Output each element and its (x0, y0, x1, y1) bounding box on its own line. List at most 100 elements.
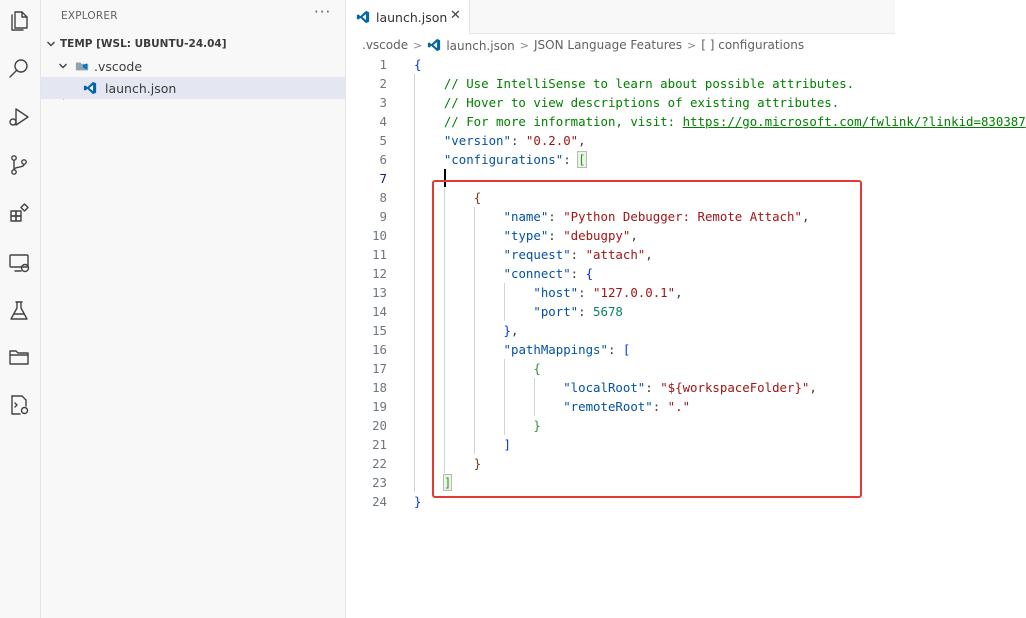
code-token: } (503, 323, 511, 338)
more-actions-icon[interactable]: ··· (314, 3, 332, 21)
tabs-bar: launch.json ✕ (346, 0, 895, 34)
code-line: 23 ] (346, 473, 946, 492)
breadcrumb-item-launch-json[interactable]: launch.json (427, 38, 515, 53)
tree-item-launch-json[interactable]: launch.json (41, 77, 345, 99)
workspace-section[interactable]: TEMP [WSL: UBUNTU-24.04] (41, 33, 345, 55)
breadcrumb-item-json-features[interactable]: JSON Language Features (534, 38, 683, 52)
chevron-right-icon: > (413, 38, 423, 52)
explorer-sidebar: EXPLORER ··· TEMP [WSL: UBUNTU-24.04] .v… (41, 0, 346, 618)
code-line: 11 "request": "attach", (346, 245, 946, 264)
line-number: 4 (379, 114, 387, 129)
code-token: 5678 (593, 304, 623, 319)
code-text: "host": "127.0.0.1", (414, 283, 683, 302)
extensions-icon[interactable] (4, 198, 34, 228)
code-text: // Use IntelliSense to learn about possi… (414, 74, 854, 93)
code-token: [ (622, 342, 631, 357)
code-text: } (414, 454, 481, 473)
code-line: 15 }, (346, 321, 946, 340)
code-line: 1{ (346, 55, 946, 74)
folder-icon[interactable] (4, 342, 34, 372)
code-text: } (414, 492, 421, 511)
code-line: 10 "type": "debugpy", (346, 226, 946, 245)
code-text: "pathMappings": [ (414, 340, 631, 359)
code-token (414, 380, 563, 395)
code-token: "remoteRoot" (563, 399, 653, 414)
code-token: "0.2.0" (525, 133, 579, 148)
code-token: { (473, 190, 482, 205)
source-control-icon[interactable] (4, 150, 34, 180)
code-token: , (809, 380, 817, 395)
code-token (414, 209, 504, 224)
code-line: 19 "remoteRoot": "." (346, 397, 946, 416)
line-number: 20 (372, 418, 387, 433)
tree-item-vscode-folder[interactable]: .vscode (41, 55, 345, 77)
code-line: 4 // For more information, visit: https:… (346, 112, 1026, 131)
code-token: // For more information, visit: (414, 114, 683, 129)
code-token: : (578, 285, 594, 300)
chevron-down-icon (57, 60, 69, 72)
code-line: 7 (346, 169, 946, 188)
code-line: 18 "localRoot": "${workspaceFolder}", (346, 378, 946, 397)
line-number: 9 (379, 209, 387, 224)
code-text: { (414, 359, 540, 378)
code-editor[interactable]: 1{ 2 // Use IntelliSense to learn about p… (346, 55, 1026, 618)
vscode-file-icon (356, 10, 370, 24)
code-token: "configurations" (443, 152, 564, 167)
code-line: 20 } (346, 416, 946, 435)
code-token: , (801, 209, 810, 224)
testing-icon[interactable] (4, 296, 34, 326)
code-token: : (510, 133, 526, 148)
line-number: 18 (372, 380, 387, 395)
code-text: }, (414, 321, 519, 340)
code-token: : (652, 399, 668, 414)
breadcrumb: .vscode > launch.json > JSON Language Fe… (362, 36, 804, 54)
code-text: } (414, 416, 540, 435)
code-token: , (630, 228, 638, 243)
code-token (414, 475, 444, 490)
chevron-right-icon: > (519, 38, 529, 52)
code-text: "name": "Python Debugger: Remote Attach"… (414, 207, 810, 226)
line-number: 12 (372, 266, 387, 281)
code-token: { (414, 57, 422, 72)
code-token: : (645, 380, 661, 395)
code-token: "host" (533, 285, 579, 300)
code-token: https://go.microsoft.com/fwlink/?linkid=… (682, 114, 1026, 129)
line-number: 5 (379, 133, 387, 148)
tab-launch-json[interactable]: launch.json ✕ (346, 0, 470, 34)
code-text: "localRoot": "${workspaceFolder}", (414, 378, 817, 397)
remote-explorer-icon[interactable] (4, 248, 34, 278)
line-number: 3 (379, 95, 387, 110)
search-icon[interactable] (4, 54, 34, 84)
close-icon[interactable]: ✕ (450, 8, 461, 23)
code-token: "pathMappings" (503, 342, 608, 357)
explorer-icon[interactable] (4, 6, 34, 36)
breadcrumb-item-configurations[interactable]: [ ] configurations (701, 38, 805, 52)
run-debug-icon[interactable] (4, 102, 34, 132)
code-token: : (607, 342, 623, 357)
code-token: "." (667, 399, 691, 414)
line-number: 16 (372, 342, 387, 357)
dev-containers-icon[interactable] (4, 390, 34, 420)
tab-label: launch.json (376, 9, 448, 25)
code-token: "Python Debugger: Remote Attach" (563, 209, 802, 224)
code-token: "debugpy" (563, 228, 631, 243)
code-line: 14 "port": 5678 (346, 302, 946, 321)
sidebar-header: EXPLORER ··· (41, 0, 345, 34)
breadcrumb-item-vscode[interactable]: .vscode (362, 38, 409, 52)
code-token: ] (503, 437, 511, 452)
code-token: : (548, 209, 564, 224)
code-token: , (675, 285, 683, 300)
file-label: launch.json (105, 80, 177, 96)
breadcrumb-label: launch.json (446, 38, 515, 53)
activity-bar (0, 0, 41, 618)
code-line: 6 "configurations": [ (346, 150, 946, 169)
line-number: 2 (379, 76, 387, 91)
code-token (414, 437, 504, 452)
code-token: , (645, 247, 653, 262)
code-text: "port": 5678 (414, 302, 623, 321)
line-number: 17 (372, 361, 387, 376)
code-token: "attach" (585, 247, 646, 262)
indent-guide (473, 207, 475, 454)
code-line: 17 { (346, 359, 946, 378)
code-token: [ (577, 151, 587, 168)
